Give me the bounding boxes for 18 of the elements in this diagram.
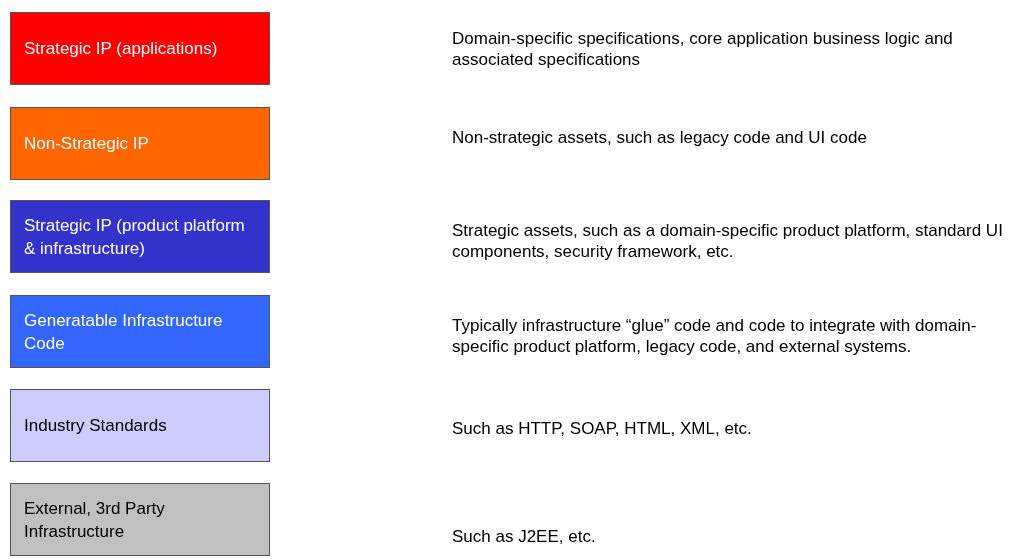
layer-label: Industry Standards xyxy=(24,415,168,437)
layer-description: Such as J2EE, etc. xyxy=(452,526,597,547)
layer-description: Typically infrastructure “glue” code and code to integrate with domain-specific product platform, legacy code, and external systems. xyxy=(452,315,978,357)
layer-box xyxy=(10,295,270,368)
layer-label: Strategic IP (product platform & infrastructure) xyxy=(24,214,246,260)
layer-label: Generatable Infrastructure Code xyxy=(24,309,224,355)
layer-label: Strategic IP (applications) xyxy=(24,38,219,60)
layer-box xyxy=(10,483,270,556)
layer-box xyxy=(10,12,270,85)
layer-label: External, 3rd Party Infrastructure xyxy=(24,497,166,543)
layer-description: Domain-specific specifications, core application business logic and associated specifications xyxy=(452,28,954,70)
layer-box xyxy=(10,107,270,180)
layer-label: Non-Strategic IP xyxy=(24,133,150,155)
layer-box xyxy=(10,389,270,462)
layer-description: Strategic assets, such as a domain-specific product platform, standard UI components, security framework, etc. xyxy=(452,220,1004,262)
layer-description: Non-strategic assets, such as legacy code and UI code xyxy=(452,127,868,148)
layer-box xyxy=(10,200,270,273)
layer-description: Such as HTTP, SOAP, HTML, XML, etc. xyxy=(452,418,753,439)
